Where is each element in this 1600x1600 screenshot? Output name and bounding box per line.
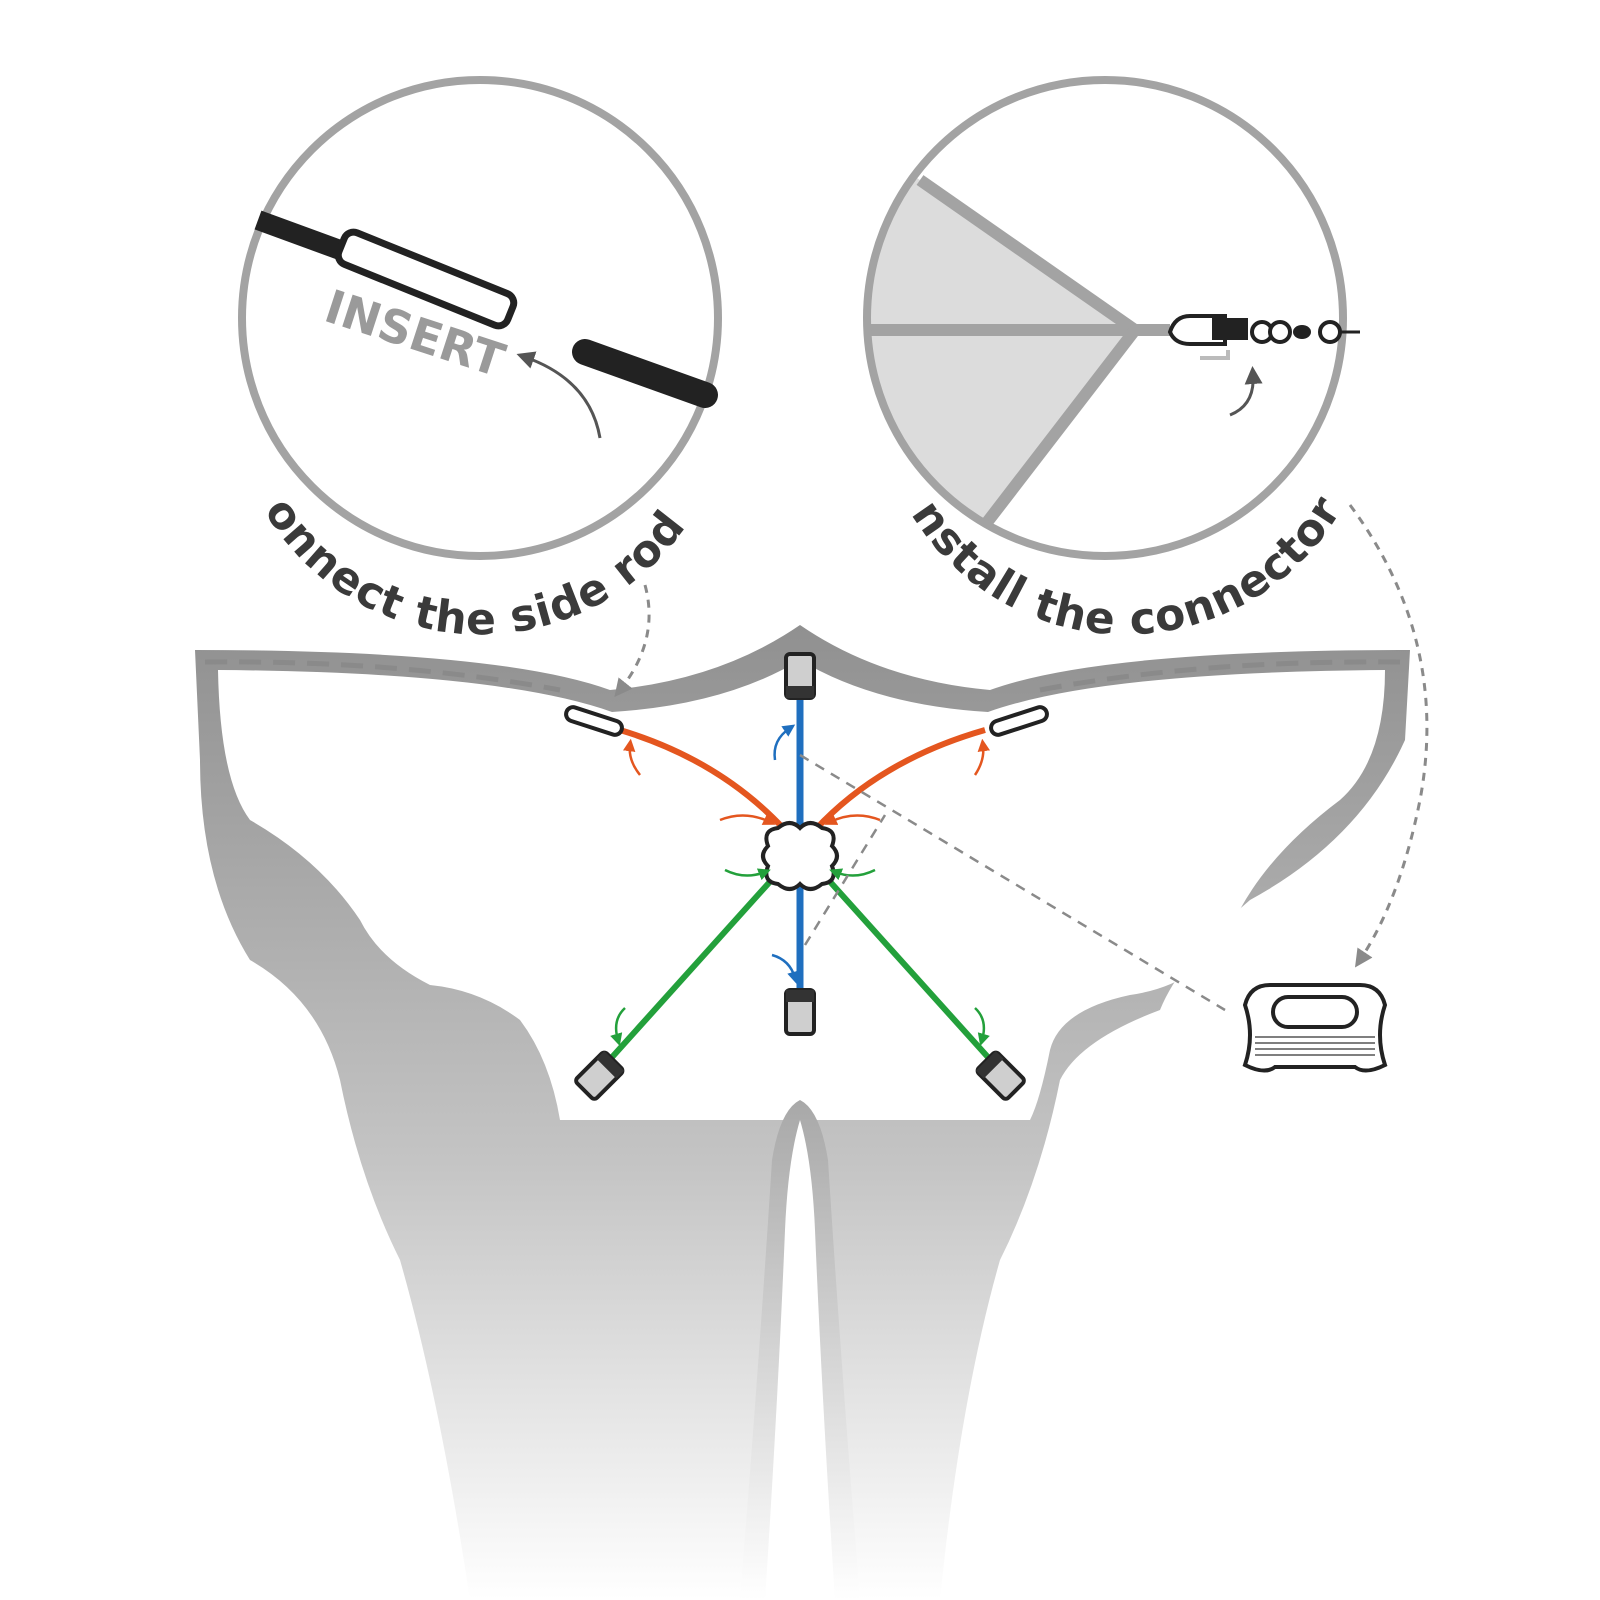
rod-sleeve-right bbox=[989, 705, 1049, 737]
kite-hem-dashed bbox=[1039, 659, 1401, 693]
orange-arrow-icon bbox=[973, 738, 991, 776]
rod-sleeve-icon bbox=[334, 228, 518, 330]
green-arrow-icon bbox=[610, 1007, 626, 1046]
callout-right bbox=[863, 76, 1360, 560]
orange-arrow-icon bbox=[719, 813, 776, 825]
lower-rod-left bbox=[602, 862, 788, 1068]
bridle-lines bbox=[799, 753, 1226, 1012]
orange-arrow-icon bbox=[824, 813, 881, 825]
rod-left-segment bbox=[254, 210, 344, 260]
blue-arrow-icon bbox=[771, 953, 800, 985]
lower-cap-right bbox=[975, 1050, 1026, 1101]
side-rod-right bbox=[812, 727, 986, 833]
kite-hem-dashed bbox=[204, 659, 561, 693]
insert-arrow-icon bbox=[516, 351, 602, 439]
hook-arrow-icon bbox=[1229, 366, 1263, 417]
kite-sail bbox=[195, 625, 1410, 1600]
swivel-clip-icon bbox=[1167, 314, 1360, 360]
center-connector-icon bbox=[761, 821, 839, 891]
green-arrow-icon bbox=[724, 868, 771, 881]
green-arrow-icon bbox=[829, 868, 876, 881]
green-arrow-icon bbox=[974, 1007, 990, 1046]
assembly-arrows bbox=[610, 724, 991, 1046]
blue-arrow-icon bbox=[773, 724, 796, 761]
lower-rod-right bbox=[812, 862, 998, 1068]
spine-cap-bottom bbox=[784, 988, 816, 1036]
side-rod-left bbox=[619, 727, 788, 833]
lower-cap-left bbox=[574, 1050, 625, 1101]
kite-keel-inner bbox=[765, 1120, 835, 1600]
spine-cap-top bbox=[784, 652, 816, 700]
orange-arrow-icon bbox=[622, 738, 641, 776]
line-winder-icon bbox=[1242, 983, 1388, 1073]
rod-sleeve-left bbox=[564, 705, 624, 737]
rod-right-segment bbox=[572, 339, 718, 408]
callout-left: INSERT bbox=[238, 76, 722, 560]
